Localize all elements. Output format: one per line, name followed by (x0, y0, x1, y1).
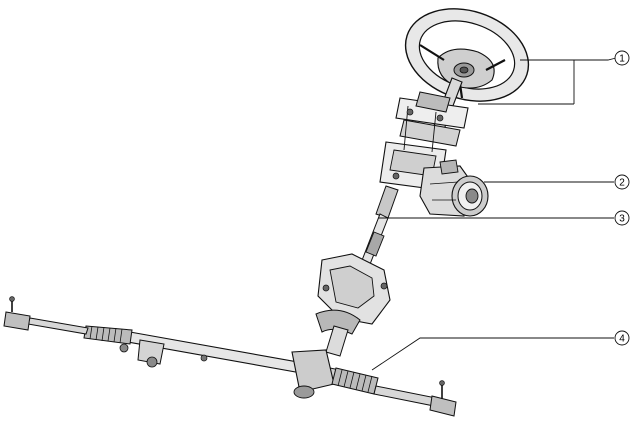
steering-rack (83, 325, 379, 399)
tie-rod-right (373, 380, 457, 417)
steering-wheel (404, 8, 530, 102)
leader-line-4 (371, 337, 614, 371)
callout-number-3: 3 (619, 214, 625, 225)
eps-motor (419, 159, 489, 217)
tie-rod-left (3, 296, 89, 335)
leader-line-1 (478, 57, 617, 105)
callout-4: 4 (614, 330, 630, 346)
callout-number-4: 4 (619, 334, 625, 345)
leader-lines (371, 57, 617, 371)
dash-panel-bracket (315, 253, 391, 357)
callout-number-2: 2 (619, 178, 625, 189)
callout-3: 3 (614, 210, 630, 226)
callout-2: 2 (614, 174, 630, 190)
steering-column-upper (379, 77, 469, 191)
callout-1: 1 (614, 50, 630, 66)
callout-number-1: 1 (619, 54, 625, 65)
